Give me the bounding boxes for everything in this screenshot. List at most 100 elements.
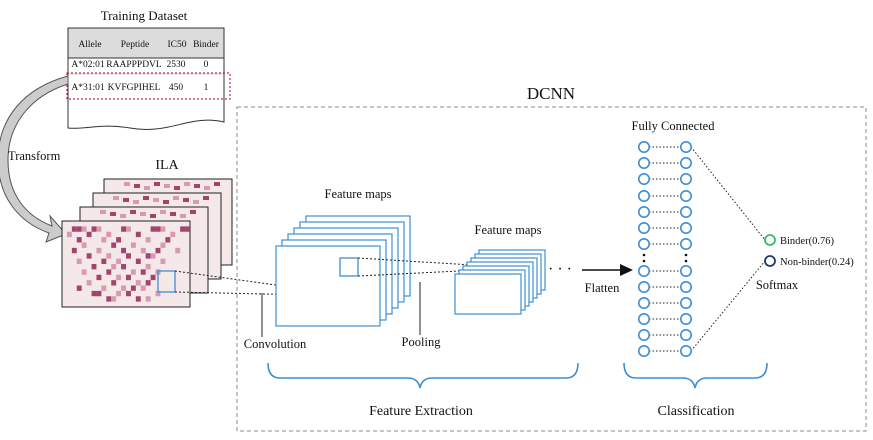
fc-layer-1-node: [637, 328, 650, 341]
ila-cell: [116, 290, 122, 297]
highlighted-row-box: [66, 72, 231, 100]
ila-back-cell: [164, 184, 170, 188]
ila-cell: [150, 274, 156, 281]
ila-cell: [130, 285, 136, 291]
ila-cell: [160, 226, 166, 232]
ila-cell: [126, 274, 131, 281]
fc-layer-1-node: [637, 344, 650, 357]
row-1-ic50: 2530: [167, 60, 186, 70]
fc-layer-2-node: [679, 264, 692, 277]
fc-layer-1-node: [637, 238, 650, 251]
ila-cell: [160, 242, 166, 248]
fc-layer-2-node: [679, 190, 692, 203]
ila-cell: [76, 237, 82, 243]
ila-image-stack: [61, 178, 233, 308]
ila-cell: [71, 247, 77, 254]
ila-cell: [145, 253, 151, 259]
ila-cell: [180, 226, 186, 232]
ila-back-cell: [194, 184, 200, 188]
ila-cell: [135, 258, 141, 264]
ila-cell: [106, 296, 112, 302]
header-ic50: IC50: [168, 40, 187, 50]
header-peptide: Peptide: [121, 40, 150, 50]
ila-back-cell: [170, 212, 176, 216]
feature-map-layer: [275, 245, 381, 327]
dcnn-frame: [236, 106, 867, 432]
non-binder-output-label: Non-binder(0.24): [780, 257, 854, 268]
flatten-label: Flatten: [585, 281, 620, 295]
ila-cell: [106, 269, 112, 275]
pooling-projection-top: [357, 257, 521, 269]
ila-cell: [81, 269, 87, 275]
fc-connections: [649, 146, 766, 352]
fc-layer-1-node: [637, 157, 650, 170]
binder-output-node: [764, 234, 776, 246]
ila-cell: [135, 296, 141, 302]
row-2-ic50: 450: [169, 83, 184, 93]
fc-ellipsis-dot: [642, 253, 646, 257]
classification-brace: [623, 362, 768, 389]
fc-layer-2-node: [679, 312, 692, 325]
ila-cell: [76, 226, 82, 232]
ila-label: ILA: [155, 158, 179, 173]
convolution-label: Convolution: [244, 337, 307, 351]
ila-cell: [140, 285, 146, 291]
ila-cell: [111, 296, 117, 302]
ila-cell: [111, 264, 117, 270]
ila-back-cell: [143, 196, 149, 200]
ila-back-cell: [134, 184, 140, 188]
ila-cell: [96, 247, 102, 254]
ila-cell: [81, 226, 87, 232]
ila-cell: [91, 264, 97, 270]
row-2-allele: A*31:01: [71, 83, 105, 93]
ila-cell: [106, 231, 112, 238]
fc-layer-1-node: [637, 296, 650, 309]
ellipsis-dots: · · ·: [548, 261, 572, 278]
fc-layer-2-node: [679, 296, 692, 309]
ila-cell: [155, 290, 161, 297]
binder-output-label: Binder(0.76): [780, 236, 834, 247]
row-1-binder: 0: [204, 60, 209, 70]
ila-cell: [130, 242, 136, 248]
convolution-kernel-box: [157, 270, 176, 293]
fc-output-link: [690, 260, 766, 352]
ila-cell: [145, 296, 151, 302]
ila-cell: [121, 264, 126, 270]
ila-cell: [155, 226, 161, 232]
ila-cell: [145, 280, 151, 286]
ila-back-cell: [214, 182, 220, 186]
ila-cell: [96, 226, 102, 232]
ila-cell: [106, 253, 112, 259]
fc-output-link: [690, 146, 766, 241]
fc-layer-1-node: [637, 141, 650, 154]
pooling-projection-bottom: [357, 267, 521, 277]
fc-ellipsis-dot: [684, 259, 688, 263]
row-2-binder: 1: [204, 83, 209, 93]
ila-cell: [155, 247, 161, 254]
ila-cell: [66, 231, 72, 238]
ila-cell: [86, 231, 92, 238]
feature-extraction-label: Feature Extraction: [369, 404, 473, 419]
ila-cell: [126, 226, 131, 232]
ila-cell: [126, 253, 131, 259]
training-dataset-title: Training Dataset: [101, 8, 188, 23]
ila-cell: [165, 237, 171, 243]
ila-cell: [91, 226, 97, 232]
ila-cell: [116, 258, 122, 264]
ila-cell: [121, 226, 126, 232]
fc-layers: [637, 141, 692, 357]
ila-cell: [126, 290, 131, 297]
ila-cell: [130, 269, 136, 275]
fc-layer-2-node: [679, 141, 692, 154]
pooling-window-box: [339, 257, 359, 277]
feature-maps-2-stack: [454, 249, 546, 315]
ila-back-cell: [113, 196, 119, 200]
transform-arrow: [0, 75, 69, 243]
ila-back-cell: [173, 196, 179, 200]
ila-cell: [116, 237, 122, 243]
table-header-row: [67, 27, 225, 59]
ila-back-cell: [110, 212, 116, 216]
header-binder: Binder: [193, 40, 220, 50]
ila-cell: [150, 226, 156, 232]
